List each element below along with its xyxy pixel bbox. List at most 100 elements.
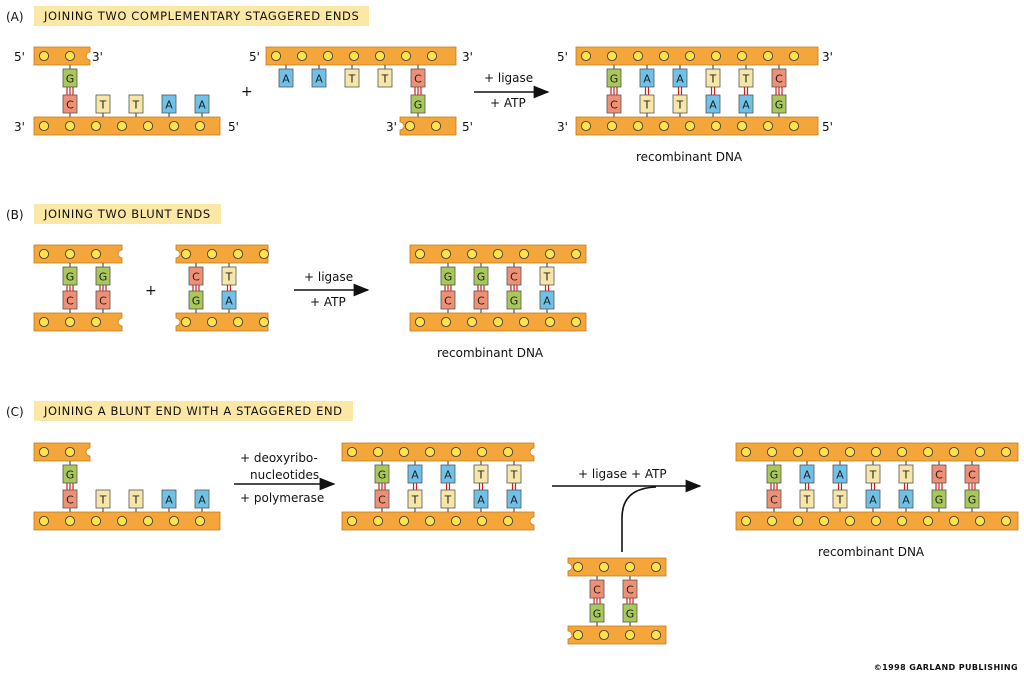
phosphate-dot [430, 120, 442, 132]
base-letter: G [770, 469, 779, 482]
base-letter: T [132, 494, 140, 507]
phosphate-dot [450, 515, 462, 527]
base-letter: A [282, 73, 290, 86]
base-letter: C [968, 469, 976, 482]
phosphate-dot [762, 120, 774, 132]
base-letter: A [165, 99, 173, 112]
base-letter: A [803, 469, 811, 482]
phosphate-dot [322, 50, 334, 62]
phosphate-dot [398, 446, 410, 458]
phosphate-dot [372, 446, 384, 458]
base-letter: G [775, 99, 784, 112]
phosphate-dot [116, 515, 128, 527]
phosphate-dot [632, 50, 644, 62]
base-letter: C [66, 295, 74, 308]
section-c-label: (C) [6, 405, 24, 419]
phosphate-dot [606, 120, 618, 132]
base-letter: G [935, 494, 944, 507]
phosphate-dot [476, 515, 488, 527]
base-letter: G [414, 99, 423, 112]
base-letter: G [444, 271, 453, 284]
end-label: 3' [557, 120, 568, 134]
phosphate-dot [232, 316, 244, 328]
end-label: 5' [249, 50, 260, 64]
base-letter: C [477, 295, 485, 308]
phosphate-dot [450, 446, 462, 458]
phosphate-dot [38, 515, 50, 527]
phosphate-dot [492, 316, 504, 328]
phosphate-dot [440, 316, 452, 328]
phosphate-dot [232, 248, 244, 260]
phosphate-dot [398, 515, 410, 527]
base-letter: C [770, 494, 778, 507]
phosphate-dot [766, 515, 778, 527]
phosphate-dot [502, 515, 514, 527]
phosphate-dot [64, 316, 76, 328]
base-letter: C [99, 295, 107, 308]
phosphate-dot [792, 515, 804, 527]
phosphate-dot [974, 515, 986, 527]
arrow-label-bottom: + ATP [310, 295, 346, 309]
base-letter: C [444, 295, 452, 308]
phosphate-dot [1000, 446, 1012, 458]
base-letter: T [543, 271, 551, 284]
phosphate-dot [922, 446, 934, 458]
base-letter: T [477, 469, 485, 482]
phosphate-dot [404, 120, 416, 132]
base-letter: T [225, 271, 233, 284]
phosphate-dot [194, 120, 206, 132]
phosphate-dot [606, 50, 618, 62]
base-letter: T [99, 99, 107, 112]
phosphate-dot [570, 248, 582, 260]
base-letter: T [348, 73, 356, 86]
base-letter: A [902, 494, 910, 507]
base-letter: A [543, 295, 551, 308]
phosphate-dot [466, 316, 478, 328]
base-letter: G [66, 469, 75, 482]
phosphate-dot [414, 248, 426, 260]
section-b-label: (B) [6, 208, 24, 222]
base-letter: A [742, 99, 750, 112]
base-letter: C [378, 494, 386, 507]
base-letter: T [676, 99, 684, 112]
phosphate-dot [572, 629, 584, 641]
end-label: 3' [822, 50, 833, 64]
phosphate-dot [206, 316, 218, 328]
phosphate-dot [346, 515, 358, 527]
phosphate-dot [492, 248, 504, 260]
phosphate-dot [740, 515, 752, 527]
phosphate-dot [346, 446, 358, 458]
phosphate-dot [974, 446, 986, 458]
phosphate-dot [90, 515, 102, 527]
base-letter: A [510, 494, 518, 507]
phosphate-dot [372, 515, 384, 527]
phosphate-dot [518, 248, 530, 260]
base-letter: G [477, 271, 486, 284]
base-letter: T [902, 469, 910, 482]
phosphate-dot [870, 515, 882, 527]
base-letter: A [869, 494, 877, 507]
phosphate-dot [400, 50, 412, 62]
phosphate-dot [572, 561, 584, 573]
base-letter: A [198, 494, 206, 507]
sugar-phosphate-backbone [341, 511, 535, 531]
phosphate-dot [90, 248, 102, 260]
phosphate-dot [736, 120, 748, 132]
phosphate-dot [844, 446, 856, 458]
base-letter: C [414, 73, 422, 86]
sugar-phosphate-backbone [33, 46, 91, 66]
sugar-phosphate-backbone [567, 557, 667, 577]
section-b-title: JOINING TWO BLUNT ENDS [34, 204, 221, 224]
base-letter: G [510, 295, 519, 308]
phosphate-dot [624, 629, 636, 641]
phosphate-dot [296, 50, 308, 62]
phosphate-dot [180, 248, 192, 260]
base-letter: G [66, 271, 75, 284]
end-label: 3' [462, 50, 473, 64]
base-letter: A [709, 99, 717, 112]
phosphate-dot [424, 446, 436, 458]
result-label: recombinant DNA [818, 545, 925, 559]
phosphate-dot [194, 515, 206, 527]
phosphate-dot [258, 316, 270, 328]
phosphate-dot [1000, 515, 1012, 527]
